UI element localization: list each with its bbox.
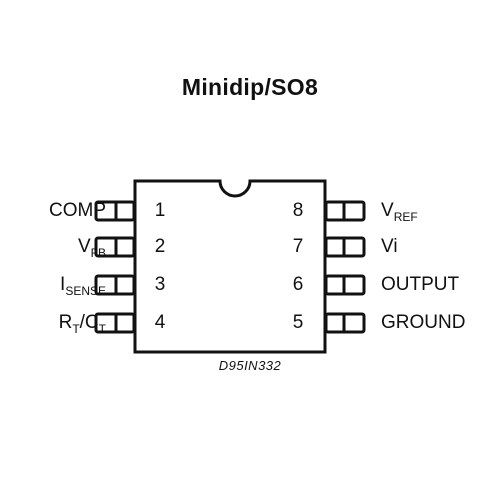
pin-label-ground: GROUND [381,312,465,334]
pin-label-isense-main: I [60,274,66,295]
pin-label-rt-ct: RT/CT [58,312,106,336]
pin-number-6: 6 [292,274,304,295]
pin-number-1: 1 [154,200,166,221]
pin-label-vi: Vi [381,236,398,258]
right-pin-leads [324,200,366,334]
pin-label-isense: ISENSE [60,274,106,298]
pin-number-8: 8 [292,200,304,221]
pin-label-output: OUTPUT [381,274,459,296]
pin-label-vref: VREF [381,200,418,224]
pin-label-comp-text: COMP [49,200,106,221]
pin-label-vfb-sub: FB [90,246,106,260]
pin-label-ground-text: GROUND [381,312,466,333]
pin-label-vfb-main: V [77,236,91,257]
pin-label-rt-main: R [58,312,73,333]
package-title: Minidip/SO8 [181,74,319,100]
chip-body [133,179,327,354]
pin-label-ct-sub: T [98,322,106,336]
pin-label-comp: COMP [49,200,106,222]
pin-label-output-text: OUTPUT [381,274,460,295]
pin-label-isense-sub: SENSE [65,284,106,298]
pin-label-ct-main: /C [79,312,99,333]
pin-number-7: 7 [292,236,304,257]
pin-number-4: 4 [154,312,166,333]
pin-label-vi-text: Vi [381,236,398,257]
pin-number-2: 2 [154,236,166,257]
pin-label-vfb: VFB [77,236,106,260]
left-pin-leads [94,200,136,334]
pin-label-vref-sub: REF [393,210,418,224]
pin-number-3: 3 [154,274,166,295]
pin-label-rt-sub: T [72,322,80,336]
pin-number-5: 5 [292,312,304,333]
figure-code: D95IN332 [218,358,282,373]
pin-label-vref-main: V [381,200,394,221]
